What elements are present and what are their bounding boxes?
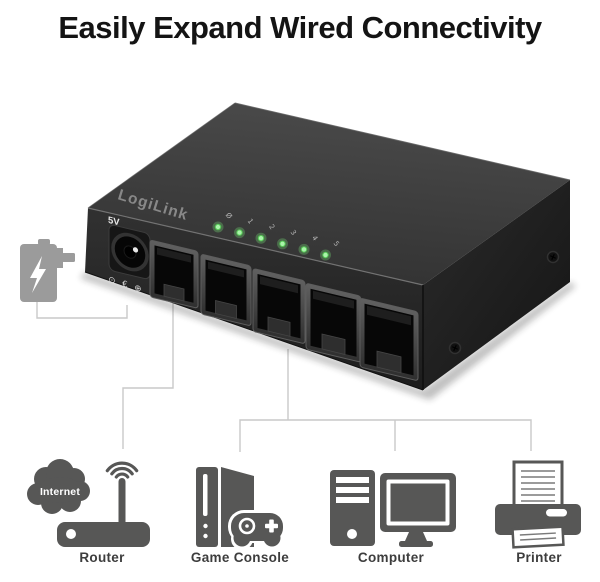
device-icon-computer: Computer — [330, 470, 456, 565]
cert-mark: € — [122, 279, 127, 290]
led-indicator — [212, 221, 224, 233]
internet-cloud-label: Internet — [40, 486, 80, 498]
printer-output-slip — [511, 525, 565, 549]
ethernet-port — [305, 283, 362, 363]
led-label: 1 — [246, 217, 255, 225]
adapter-plug-pin — [62, 253, 75, 262]
led-indicator — [320, 249, 331, 261]
switch-left-edge — [87, 102, 236, 209]
device-icon-printer: Printer — [495, 460, 581, 565]
switch-side-face — [423, 180, 570, 390]
router-label: Router — [79, 550, 125, 565]
printer-paper — [512, 460, 564, 509]
computer-label: Computer — [358, 550, 425, 565]
status-leds: Ø 1 2 3 4 5 — [212, 211, 341, 261]
power-input-label: 5V — [108, 215, 120, 229]
case-screw — [546, 250, 560, 264]
cert-mark: ⊙ — [108, 275, 115, 287]
game-console-label: Game Console — [191, 550, 289, 565]
led-label: 4 — [310, 234, 319, 243]
adapter-plug-base — [56, 248, 63, 268]
printer-label: Printer — [516, 550, 562, 565]
gamepad-icon — [228, 510, 286, 550]
router-body — [57, 522, 150, 547]
computer-monitor — [380, 473, 456, 547]
device-icon-router: Internet Router — [27, 459, 150, 565]
switch-front-panel: 5V ⊙ € ⊕ — [108, 215, 419, 381]
led-label: 5 — [332, 240, 341, 248]
ethernet-ports — [149, 239, 419, 381]
switch-front-crease — [87, 207, 424, 286]
ethernet-port — [359, 298, 419, 381]
ethernet-port — [149, 239, 199, 309]
router-antenna — [118, 478, 126, 527]
device-icon-game-console: Game Console — [191, 467, 289, 565]
adapter-top-stub — [38, 239, 50, 245]
router-led-dot — [66, 529, 76, 539]
led-indicator — [277, 238, 288, 250]
led-label: Ø — [224, 211, 234, 221]
led-indicator — [255, 232, 267, 244]
power-adapter-icon — [20, 239, 75, 302]
peripheral-bus-lines — [239, 349, 532, 452]
switch-top-face — [88, 103, 570, 285]
dc-power-jack — [108, 224, 151, 280]
case-screw — [448, 341, 462, 355]
led-label: 2 — [267, 223, 276, 231]
certification-marks: ⊙ € ⊕ — [108, 275, 141, 295]
network-switch: LogiLink Ø 1 2 3 4 — [80, 102, 576, 400]
router-line — [122, 303, 174, 449]
page-title: Easily Expand Wired Connectivity — [58, 10, 542, 45]
ethernet-port — [252, 268, 306, 344]
led-indicator — [234, 227, 245, 239]
computer-tower — [330, 470, 375, 546]
internet-cloud — [27, 459, 90, 514]
wifi-signal-icon — [105, 461, 139, 479]
ethernet-port — [200, 254, 252, 326]
switch-back-edge — [234, 102, 571, 181]
led-label: 3 — [289, 229, 298, 237]
cert-mark: ⊕ — [134, 283, 141, 295]
lightning-bolt-icon — [30, 256, 46, 293]
led-indicator — [298, 243, 310, 255]
power-cord-line — [36, 301, 128, 319]
